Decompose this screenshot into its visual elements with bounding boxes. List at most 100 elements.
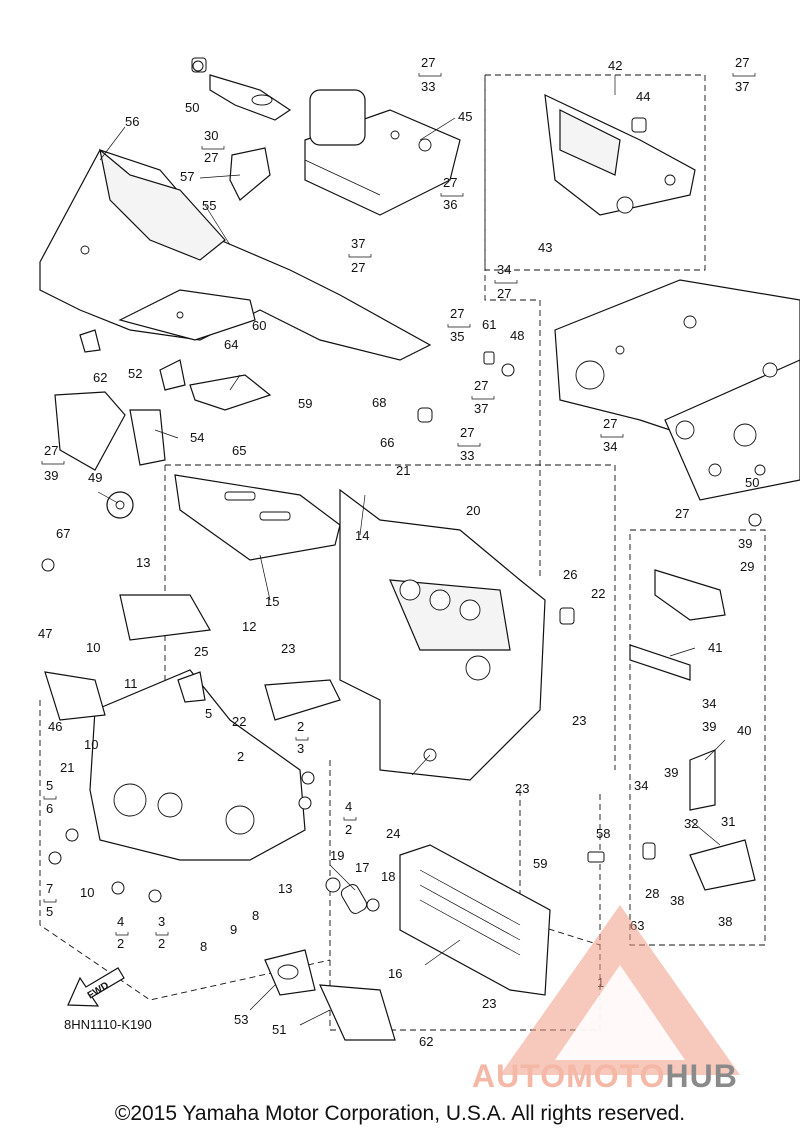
callout-45: 45 [458, 109, 472, 124]
callout-6: 6 [46, 801, 53, 816]
callout-39a: 39 [44, 468, 58, 483]
callout-62b: 62 [419, 1034, 433, 1049]
callout-2c: 2 [345, 822, 352, 837]
callout-12: 12 [242, 619, 256, 634]
callout-36: 36 [443, 197, 457, 212]
callout-42: 42 [608, 58, 622, 73]
callout-44: 44 [636, 89, 650, 104]
callout-11: 11 [124, 676, 138, 691]
callout-15: 15 [265, 594, 279, 609]
copyright-notice: ©2015 Yamaha Motor Corporation, U.S.A. A… [114, 1102, 686, 1125]
callout-5c: 5 [46, 904, 53, 919]
callout-2b: 2 [237, 749, 244, 764]
callout-67: 67 [56, 526, 70, 541]
callout-2d: 2 [117, 936, 124, 951]
rear-chassis-frame [554, 279, 800, 501]
callout-59a: 59 [298, 396, 312, 411]
callout-27f: 27 [497, 286, 511, 301]
heat-exchanger-16 [399, 844, 551, 996]
callout-58: 58 [596, 826, 610, 841]
callout-9: 9 [230, 922, 237, 937]
callout-27g: 27 [450, 306, 464, 321]
small-parts [325, 351, 656, 914]
callout-54: 54 [190, 430, 204, 445]
right-side-parts [629, 569, 756, 891]
callout-66: 66 [380, 435, 394, 450]
callout-39c: 39 [702, 719, 716, 734]
bracket-30 [191, 57, 292, 121]
callout-27j: 27 [603, 416, 617, 431]
callout-22a: 22 [591, 586, 605, 601]
callout-19: 19 [330, 848, 344, 863]
callout-10b: 10 [84, 737, 98, 752]
callout-34d: 34 [634, 778, 648, 793]
callout-50b: 50 [745, 475, 759, 490]
callout-27e: 27 [735, 55, 749, 70]
callout-13a: 13 [136, 555, 150, 570]
diagram-code: 8HN1110-K190 [64, 1017, 152, 1032]
callout-68: 68 [372, 395, 386, 410]
watermark-text: AUTOMOTOHUB [472, 1058, 738, 1095]
tunnel-plate-15 [174, 474, 341, 561]
callout-27i: 27 [460, 425, 474, 440]
callout-34b: 34 [603, 439, 617, 454]
fwd-arrow-icon: FWD [67, 967, 125, 1007]
callout-33b: 33 [460, 448, 474, 463]
callout-5a: 5 [205, 706, 212, 721]
callout-7: 7 [46, 881, 53, 896]
callout-2a: 2 [297, 719, 304, 734]
callout-57: 57 [180, 169, 194, 184]
callout-40: 40 [737, 723, 751, 738]
callout-23c: 23 [515, 781, 529, 796]
bushings [41, 60, 762, 903]
callout-47: 47 [38, 626, 52, 641]
callout-26: 26 [563, 567, 577, 582]
callout-13b: 13 [278, 881, 292, 896]
callout-38a: 38 [670, 893, 684, 908]
watermark-logo [500, 905, 740, 1075]
callout-8a: 8 [252, 908, 259, 923]
callout-21b: 21 [60, 760, 74, 775]
callout-3b: 3 [158, 914, 165, 929]
callout-41: 41 [708, 640, 722, 655]
callout-24: 24 [386, 826, 400, 841]
callout-16: 16 [388, 966, 402, 981]
stack-brackets [41, 73, 756, 936]
callout-27h: 27 [474, 378, 488, 393]
lower-covers [264, 949, 396, 1041]
callout-10c: 10 [80, 885, 94, 900]
callout-4a: 4 [345, 799, 352, 814]
callout-27c: 27 [443, 175, 457, 190]
callout-65: 65 [232, 443, 246, 458]
small-brackets [54, 147, 272, 519]
callout-56: 56 [125, 114, 139, 129]
callout-32: 32 [684, 816, 698, 831]
callout-31: 31 [721, 814, 735, 829]
watermark-text-part1: AUTOMOTO [472, 1058, 666, 1094]
callout-64: 64 [224, 337, 238, 352]
callout-5b: 5 [46, 778, 53, 793]
callout-20: 20 [466, 503, 480, 518]
callout-18: 18 [381, 869, 395, 884]
callout-59b: 59 [533, 856, 547, 871]
callout-55: 55 [202, 198, 216, 213]
callout-52: 52 [128, 366, 142, 381]
callout-27b: 27 [421, 55, 435, 70]
bracket-42 [544, 93, 696, 216]
callout-17: 17 [355, 860, 369, 875]
callout-49: 49 [88, 470, 102, 485]
callout-3a: 3 [297, 741, 304, 756]
callout-27l: 27 [675, 506, 689, 521]
callout-39d: 39 [664, 765, 678, 780]
callout-43: 43 [538, 240, 552, 255]
callout-38b: 38 [718, 914, 732, 929]
callout-29: 29 [740, 559, 754, 574]
callout-22b: 22 [232, 714, 246, 729]
callout-10a: 10 [86, 640, 100, 655]
callout-28: 28 [645, 886, 659, 901]
callout-60: 60 [252, 318, 266, 333]
watermark-text-part2: HUB [665, 1058, 738, 1094]
callout-53: 53 [234, 1012, 248, 1027]
callout-35: 35 [450, 329, 464, 344]
callout-25: 25 [194, 644, 208, 659]
